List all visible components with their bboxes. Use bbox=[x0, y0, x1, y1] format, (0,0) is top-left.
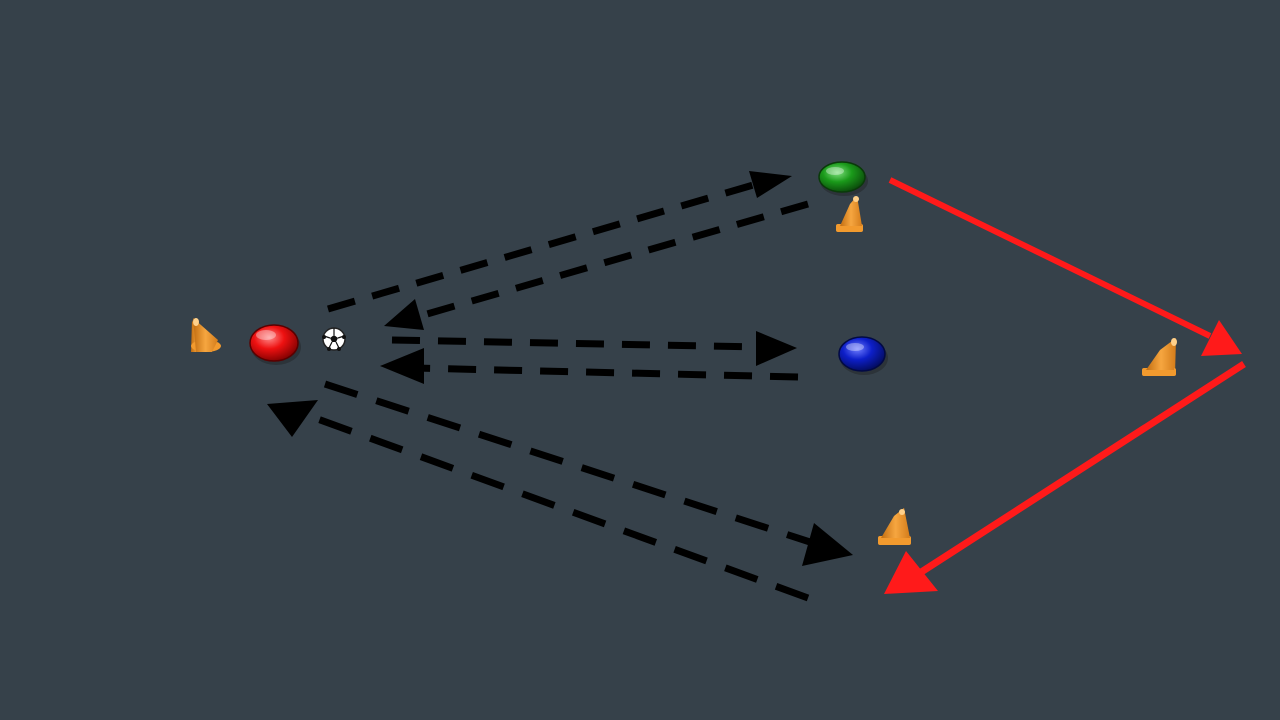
arrowhead-green-to-right bbox=[1201, 320, 1242, 356]
red-player-marker-icon bbox=[249, 324, 301, 365]
cone-icon bbox=[878, 508, 911, 545]
pass-line-blue-to-red bbox=[413, 364, 799, 381]
pass-lines bbox=[267, 171, 853, 602]
arrowhead-bottom-to-red bbox=[267, 400, 318, 437]
cone-icon bbox=[836, 196, 863, 232]
pass-line-bottom-to-red bbox=[302, 410, 810, 602]
pass-line-red-to-green bbox=[327, 179, 761, 313]
cone-icon bbox=[191, 318, 221, 352]
pass-line-red-to-blue bbox=[391, 336, 763, 351]
arrowhead-red-to-green bbox=[749, 171, 792, 198]
arrowhead-green-to-red bbox=[384, 299, 424, 330]
pass-line-red-to-bottom bbox=[323, 380, 812, 546]
blue-player-marker-icon bbox=[838, 336, 888, 375]
soccer-ball-icon bbox=[322, 327, 346, 351]
arrowhead-red-to-blue bbox=[756, 331, 797, 366]
arrowhead-right-to-bottom bbox=[884, 551, 938, 594]
green-player-marker-icon bbox=[818, 161, 868, 196]
arrowhead-red-to-bottom bbox=[802, 523, 853, 566]
run-line-green-to-right bbox=[888, 177, 1212, 339]
run-line-right-to-bottom bbox=[910, 361, 1246, 581]
cone-icon bbox=[1142, 338, 1177, 376]
run-lines bbox=[884, 177, 1246, 594]
pass-line-green-to-red bbox=[419, 200, 809, 320]
arrowhead-blue-to-red bbox=[380, 348, 424, 384]
